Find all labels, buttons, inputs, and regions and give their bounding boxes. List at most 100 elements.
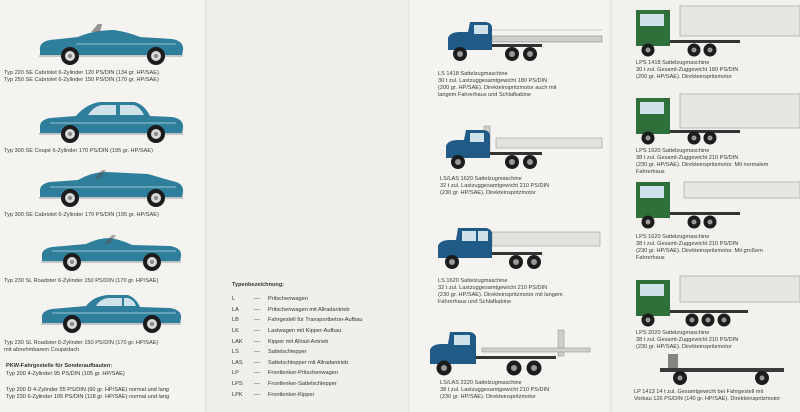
car-caption: Typ 230 SL Roadster 6-Zylinder 150 PS/DI…: [4, 340, 158, 354]
special-chassis-section: PKW-Fahrgestelle für Sonderaufbauten: Ty…: [6, 363, 169, 401]
car-caption: Typ 220 SE Cabriolet 6-Zylinder 120 PS/D…: [4, 70, 159, 84]
car-300se-coupe-image: [36, 98, 186, 144]
legend-code: LB: [232, 317, 239, 324]
legend-row: LPS—Frontlenker-Sattelschlepper: [232, 381, 337, 388]
legend-row: LB—Fahrgestell für Transportbeton-Aufbau: [232, 317, 363, 324]
truck-lps2020-image: [632, 272, 800, 330]
legend-title: Typenbezeichnung:: [232, 282, 285, 288]
fold-line: [610, 0, 612, 412]
legend-desc: Frontlenker-Pritschenwagen: [268, 370, 338, 377]
truck-lps1620-large-cab-image: [632, 178, 800, 232]
special-heading: PKW-Fahrgestelle für Sonderaufbauten:: [6, 363, 113, 369]
car-caption: Typ 300 SE Cabriolet 6-Zylinder 170 PS/D…: [4, 212, 159, 219]
truck-ls1620-long-cab-image: [432, 222, 602, 274]
caption-line: 32 t zul. Lastzuggesamtgewicht 210 PS/DI…: [440, 183, 550, 189]
legend-row: LS—Sattelschlepper: [232, 349, 307, 356]
caption-line: (230 gr. HP/SAE). Direkteinspritzmotor: [440, 190, 536, 196]
legend-code: LP: [232, 370, 239, 377]
truck-caption: LS 1418 Sattelzugmaschine 30 t zul. Last…: [438, 71, 556, 99]
truck-caption: LPS 1620 Sattelzugmaschine 38 t zul. Ges…: [636, 234, 763, 262]
caption-line: Fahrerhaus: [636, 169, 665, 175]
legend-code: L: [232, 296, 236, 303]
caption-line: LS/LAS 2220 Sattelzugmaschine: [440, 380, 522, 386]
truck-caption: LP 1413 14 t zul. Gesamtgewicht bei Fahr…: [634, 389, 780, 403]
caption-line: Typ 230 SL Roadster 6-Zylinder 150 PS/DI…: [4, 340, 159, 346]
legend-row: LP—Frontlenker-Pritschenwagen: [232, 370, 338, 377]
car-220se-cabriolet-image: [36, 20, 186, 66]
car-230sl-roadster-image: [36, 226, 186, 272]
caption-line: 30 t zul. Lastzuggesamtgewicht 180 PS/DI…: [438, 78, 548, 84]
truck-caption: LPS 1620 Sattelzugmaschine 38 t zul. Ges…: [636, 148, 768, 176]
legend-desc: Frontlenker-Sattelschlepper: [268, 381, 337, 388]
truck-caption: LPS 2020 Sattelzugmaschine 38 t zul. Ges…: [636, 330, 738, 351]
legend-desc: Kipper mit Allrad-Antrieb: [268, 338, 329, 345]
legend-row: LAK—Kipper mit Allrad-Antrieb: [232, 338, 329, 345]
fold-line: [408, 0, 410, 412]
caption-line: mit abnehmbarem Coupédach: [4, 347, 80, 353]
caption-line: LPS 1620 Sattelzugmaschine: [636, 148, 710, 154]
caption-line: Typ 250 SE Cabriolet 6-Zylinder 150 PS/D…: [4, 77, 159, 83]
page-blue-trucks: [408, 0, 610, 412]
legend-row: LK—Lastwagen mit Kipper-Aufbau: [232, 328, 342, 335]
caption-line: Typ 300 SE Coupé 6-Zylinder 170 PS/DIN (…: [4, 148, 153, 154]
caption-line: (200 gr. HP/SAE). Direkteinspritzmotor a…: [438, 85, 557, 91]
truck-ls1418-image: [438, 18, 604, 66]
legend-code: LK: [232, 328, 239, 335]
truck-lp1413-chassis-image: [650, 352, 790, 388]
legend-code: LS: [232, 349, 239, 356]
legend-desc: Pritschenwagen: [268, 296, 308, 303]
legend-desc: Pritschenwagen mit Allradantrieb: [268, 306, 350, 313]
caption-line: (230 gr. HP/SAE). Direkteinspritzmotor m…: [438, 292, 563, 298]
legend-desc: Sattelschlepper: [268, 349, 307, 356]
special-line: Typ 200 D 4-Zylinder 55 PS/DIN (60 gr. H…: [6, 387, 169, 393]
caption-line: 32 t zul. Lastzuggesamtgewicht 210 PS/DI…: [438, 285, 548, 291]
caption-line: 38 t zul. Gesamt-Zuggewicht 210 PS/DIN: [636, 337, 739, 343]
page-legend: [205, 0, 408, 412]
caption-line: (230 gr. HP/SAE). Direkteinspritzmotor: [440, 394, 536, 400]
car-caption: Typ 230 SL Roadster 6-Zylinder 150 PS/DI…: [4, 278, 158, 285]
caption-line: LS 1620 Sattelzugmaschine: [438, 278, 508, 284]
type-legend: Typenbezeichnung: L—Pritschenwagen LA—Pr…: [232, 282, 402, 400]
truck-caption: LS/LAS 2220 Sattelzugmaschine 38 t zul. …: [440, 380, 549, 401]
caption-line: Typ 220 SE Cabriolet 6-Zylinder 120 PS/D…: [4, 70, 159, 76]
caption-line: LS 1418 Sattelzugmaschine: [438, 71, 508, 77]
special-line: Typ 230 6-Zylinder 105 PS/DIN (118 gr. H…: [6, 394, 170, 400]
truck-lps1620-normal-cab-image: [632, 92, 800, 148]
caption-line: (230 gr. HP/SAE). Direkteinspritzmotor: [636, 344, 732, 350]
caption-line: (230 gr. HP/SAE). Direkteinspritzmotor. …: [636, 248, 763, 254]
legend-code: LAK: [232, 338, 243, 345]
page-cars: [0, 0, 205, 412]
caption-line: LS/LAS 1620 Sattelzugmaschine: [440, 176, 522, 182]
caption-line: (230 gr. HP/SAE). Direkteinspritzmotor. …: [636, 162, 769, 168]
legend-code: LAS: [232, 359, 243, 366]
caption-line: Vorbau 126 PS/DIN (140 gr. HP/SAE). Dire…: [634, 396, 781, 402]
legend-code: LPS: [232, 381, 243, 388]
caption-line: 38 t zul. Gesamt-Zuggewicht 210 PS/DIN: [636, 241, 739, 247]
legend-desc: Lastwagen mit Kipper-Aufbau: [268, 328, 342, 335]
caption-line: 38 t zul. Lastzuggesamtgewicht 210 PS/DI…: [440, 387, 550, 393]
legend-row: LA—Pritschenwagen mit Allradantrieb: [232, 306, 350, 313]
truck-ls-las1620-image: [438, 124, 604, 174]
legend-desc: Sattelschlepper mit Allradantrieb: [268, 359, 349, 366]
caption-line: (200 gr. HP/SAE). Direkteinspritzmotor: [636, 74, 732, 80]
caption-line: LPS 1418 Sattelzugmaschine: [636, 60, 710, 66]
caption-line: LPS 2020 Sattelzugmaschine: [636, 330, 710, 336]
car-230sl-pagoda-image: [36, 288, 186, 334]
truck-caption: LS/LAS 1620 Sattelzugmaschine 32 t zul. …: [440, 176, 549, 197]
caption-line: langem Fahrerhaus und Schlafkabine: [438, 92, 531, 98]
caption-line: Fahrerhaus und Schlafkabine: [438, 299, 512, 305]
fold-line: [205, 0, 207, 412]
legend-code: LA: [232, 306, 239, 313]
truck-lps1418-image: [632, 4, 800, 60]
legend-desc: Fahrgestell für Transportbeton-Aufbau: [268, 317, 363, 324]
caption-line: Typ 230 SL Roadster 6-Zylinder 150 PS/DI…: [4, 278, 159, 284]
legend-code: LPK: [232, 391, 243, 398]
car-caption: Typ 300 SE Coupé 6-Zylinder 170 PS/DIN (…: [4, 148, 153, 155]
caption-line: Fahrerhaus: [636, 255, 665, 261]
truck-caption: LPS 1418 Sattelzugmaschine 30 t zul. Ges…: [636, 60, 738, 81]
caption-line: 38 t zul. Gesamt-Zuggewicht 210 PS/DIN: [636, 155, 739, 161]
truck-caption: LS 1620 Sattelzugmaschine 32 t zul. Last…: [438, 278, 563, 306]
caption-line: 30 t zul. Gesamt-Zuggewicht 180 PS/DIN: [636, 67, 739, 73]
legend-row: LAS—Sattelschlepper mit Allradantrieb: [232, 359, 349, 366]
caption-line: Typ 300 SE Cabriolet 6-Zylinder 170 PS/D…: [4, 212, 159, 218]
